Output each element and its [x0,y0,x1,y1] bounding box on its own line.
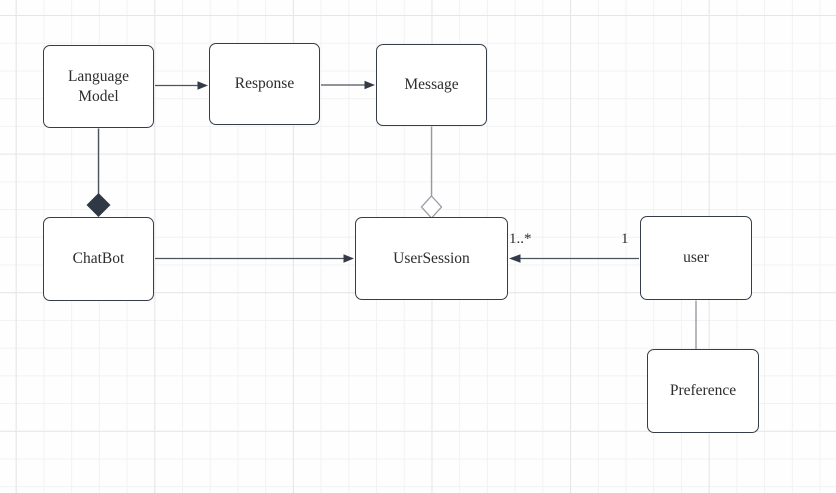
arrowhead-icon [364,80,375,90]
node-chatbot[interactable]: ChatBot [43,217,154,301]
edge-chatbot-to-user-session[interactable] [155,254,354,263]
node-user-label: user [683,249,709,267]
arrowhead-icon [197,81,208,90]
arrowhead-icon [343,254,354,263]
composition-diamond-icon [86,193,111,217]
multiplicity-label-user-session: 1..* [509,231,532,247]
node-user-session-label: UserSession [393,249,470,267]
multiplicity-label-user: 1 [621,231,629,247]
node-user[interactable]: user [640,216,752,300]
node-user-session[interactable]: UserSession [355,217,508,300]
edge-message-user-session-aggregation[interactable] [420,126,443,219]
node-preference-label: Preference [669,382,737,400]
edge-language-model-chatbot-composition[interactable] [86,128,111,218]
node-chatbot-label: ChatBot [72,250,125,268]
edge-user-to-user-session[interactable] [509,254,639,263]
node-response-label: Response [234,75,295,93]
node-message[interactable]: Message [376,44,487,126]
node-preference[interactable]: Preference [647,349,759,433]
aggregation-diamond-icon [420,195,443,219]
edge-response-to-message[interactable] [321,80,375,90]
node-message-label: Message [404,76,459,94]
edge-language-model-to-response[interactable] [155,81,208,90]
node-response[interactable]: Response [209,43,320,125]
node-language-model-label: Language Model [67,68,130,105]
arrowhead-icon [509,254,521,263]
node-language-model[interactable]: Language Model [43,45,154,128]
